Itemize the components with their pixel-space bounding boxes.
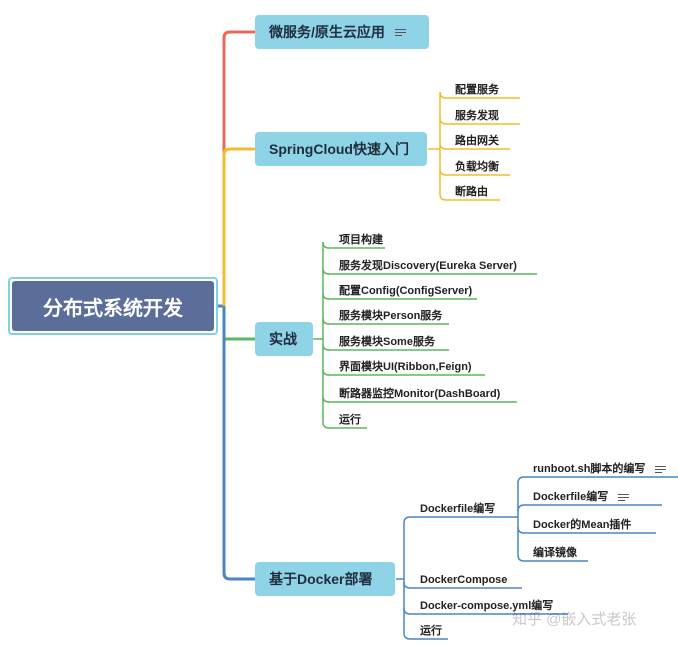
docker-child-1-label: DockerCompose — [420, 574, 508, 586]
branch-node-label: 微服务/原生云应用 — [269, 24, 385, 40]
docker-child-2[interactable]: Docker-compose.yml编写 — [420, 599, 553, 613]
practice-child-7[interactable]: 运行 — [339, 413, 361, 427]
branch-line-0 — [222, 30, 255, 306]
practice-child-7-label: 运行 — [339, 414, 361, 426]
root-node-label: 分布式系统开发 — [12, 281, 214, 331]
springcloud-child-1[interactable]: 服务发现 — [455, 109, 499, 123]
root-node[interactable]: 分布式系统开发 — [8, 277, 218, 335]
dockerfile-child-line — [517, 504, 662, 512]
practice-child-line — [322, 421, 367, 429]
springcloud-child-3[interactable]: 负载均衡 — [455, 160, 499, 174]
dockerfile-child-1[interactable]: Dockerfile编写 — [533, 490, 630, 504]
springcloud-child-line — [439, 142, 510, 150]
docker-child-3[interactable]: 运行 — [420, 624, 442, 638]
dockerfile-child-line — [517, 554, 588, 562]
practice-child-line — [322, 317, 449, 325]
docker-child-0-label: Dockerfile编写 — [420, 503, 496, 515]
branch-node-3[interactable]: 基于Docker部署 — [255, 562, 395, 596]
springcloud-child-line — [439, 91, 520, 99]
branch-note-icon — [394, 27, 406, 38]
branch-node-label: 实战 — [269, 331, 297, 347]
docker-child-line — [403, 607, 568, 615]
docker-child-line — [403, 632, 448, 640]
springcloud-child-2-label: 路由网关 — [455, 135, 499, 147]
dockerfile-child-2[interactable]: Docker的Mean插件 — [533, 518, 631, 532]
springcloud-child-line — [439, 168, 510, 176]
springcloud-child-4-label: 断路由 — [455, 186, 488, 198]
springcloud-child-line — [439, 193, 500, 201]
branch-node-label: SpringCloud快速入门 — [269, 141, 409, 157]
practice-child-3[interactable]: 服务模块Person服务 — [339, 309, 442, 323]
docker-child-1[interactable]: DockerCompose — [420, 573, 507, 587]
practice-child-line — [322, 292, 477, 300]
practice-child-2-label: 配置Config(ConfigServer) — [339, 285, 473, 297]
practice-child-5[interactable]: 界面模块UI(Ribbon,Feign) — [339, 360, 472, 374]
practice-child-3-label: 服务模块Person服务 — [339, 310, 443, 322]
springcloud-child-3-label: 负载均衡 — [455, 161, 499, 173]
practice-child-1[interactable]: 服务发现Discovery(Eureka Server) — [339, 259, 517, 273]
practice-child-6-label: 断路器监控Monitor(DashBoard) — [339, 388, 501, 400]
dockerfile-child-1-note-icon — [618, 492, 630, 503]
practice-child-5-label: 界面模块UI(Ribbon,Feign) — [339, 361, 472, 373]
practice-child-line — [322, 368, 485, 376]
docker-child-3-label: 运行 — [420, 625, 442, 637]
practice-child-4[interactable]: 服务模块Some服务 — [339, 335, 435, 349]
dockerfile-child-3-label: 编译镜像 — [533, 547, 577, 559]
practice-child-line — [322, 241, 385, 249]
springcloud-child-1-label: 服务发现 — [455, 110, 499, 122]
practice-child-line — [322, 267, 537, 275]
practice-child-0-label: 项目构建 — [339, 234, 383, 246]
dockerfile-child-0-label: runboot.sh脚本的编写 — [533, 463, 646, 475]
dockerfile-child-3[interactable]: 编译镜像 — [533, 546, 577, 560]
springcloud-child-4[interactable]: 断路由 — [455, 185, 488, 199]
branch-node-1[interactable]: SpringCloud快速入门 — [255, 132, 427, 166]
docker-child-line — [403, 516, 504, 524]
docker-child-2-label: Docker-compose.yml编写 — [420, 600, 554, 612]
practice-child-2[interactable]: 配置Config(ConfigServer) — [339, 284, 472, 298]
branch-node-2[interactable]: 实战 — [255, 322, 313, 356]
springcloud-child-0[interactable]: 配置服务 — [455, 83, 499, 97]
practice-child-1-label: 服务发现Discovery(Eureka Server) — [339, 260, 517, 272]
springcloud-child-2[interactable]: 路由网关 — [455, 134, 499, 148]
springcloud-child-0-label: 配置服务 — [455, 84, 499, 96]
dockerfile-child-0-note-icon — [655, 464, 667, 475]
practice-child-line — [322, 395, 517, 403]
dockerfile-child-2-label: Docker的Mean插件 — [533, 519, 632, 531]
docker-child-line — [403, 581, 522, 589]
branch-node-0[interactable]: 微服务/原生云应用 — [255, 15, 429, 49]
dockerfile-child-0[interactable]: runboot.sh脚本的编写 — [533, 462, 667, 476]
practice-child-4-label: 服务模块Some服务 — [339, 336, 435, 348]
dockerfile-child-line — [517, 526, 656, 534]
branch-line-1 — [222, 147, 255, 306]
docker-child-0[interactable]: Dockerfile编写 — [420, 502, 495, 516]
practice-child-0[interactable]: 项目构建 — [339, 233, 383, 247]
practice-child-6[interactable]: 断路器监控Monitor(DashBoard) — [339, 387, 500, 401]
springcloud-child-line — [439, 117, 520, 125]
practice-child-line — [322, 343, 449, 351]
branch-node-label: 基于Docker部署 — [269, 571, 373, 587]
dockerfile-child-line — [517, 476, 678, 484]
watermark: 知乎 @嵌入式老张 — [512, 611, 637, 628]
dockerfile-child-1-label: Dockerfile编写 — [533, 491, 609, 503]
branch-line-3 — [222, 306, 255, 581]
branch-line-2 — [222, 306, 255, 341]
